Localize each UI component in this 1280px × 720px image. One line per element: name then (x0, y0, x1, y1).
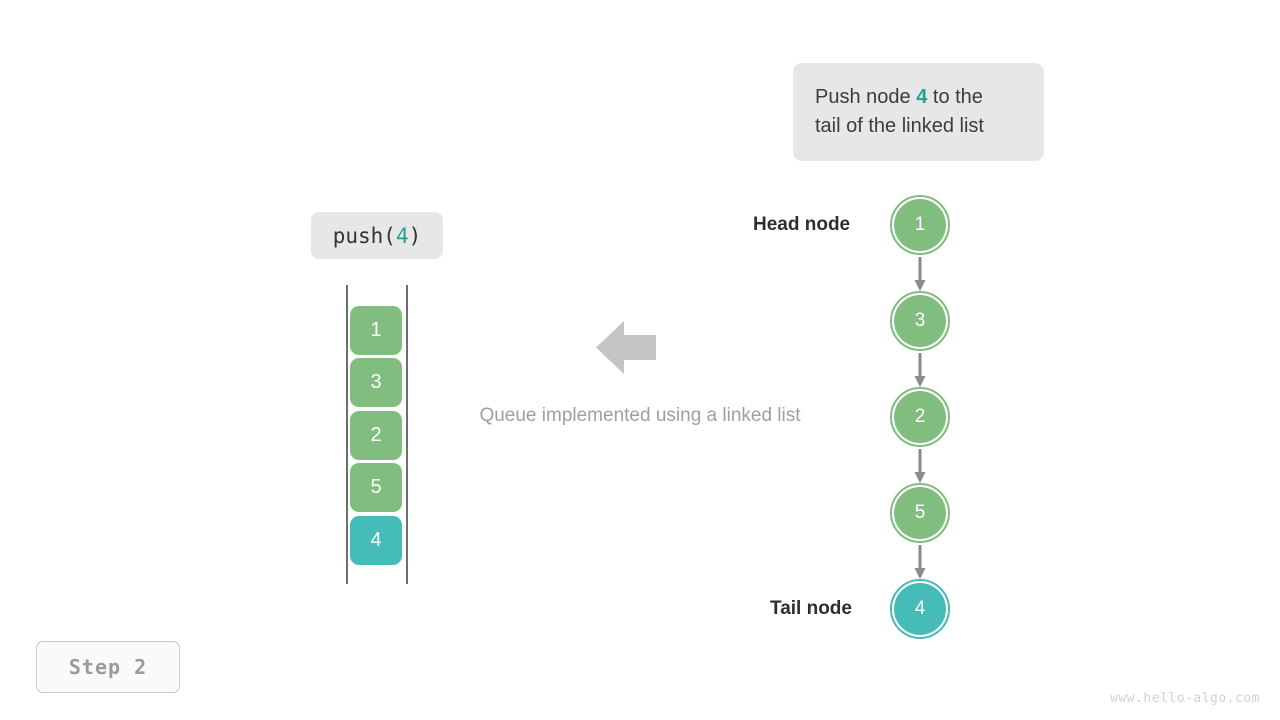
push-operation-label-box: push(4) (311, 212, 443, 259)
list-node-value: 1 (894, 199, 946, 251)
queue-cell: 5 (350, 463, 402, 512)
middle-caption-text: Queue implemented using a linked list (479, 405, 801, 426)
queue-column: 1 3 2 5 4 (346, 285, 408, 584)
tail-node-label: Tail node (770, 598, 852, 619)
list-node: 1 (890, 195, 950, 255)
queue-cell: 3 (350, 358, 402, 407)
push-label-pre: push( (332, 223, 396, 248)
list-node: 3 (890, 291, 950, 351)
queue-rail-right (406, 285, 408, 584)
caption-line1-accent: 4 (916, 86, 928, 108)
queue-cell: 2 (350, 411, 402, 460)
left-arrow-icon (596, 320, 656, 375)
list-node-value: 5 (894, 487, 946, 539)
caption-line2: tail of the linked list (815, 115, 984, 137)
link-arrow-icon (914, 545, 926, 581)
link-arrow-icon (914, 353, 926, 389)
list-node-value: 4 (894, 583, 946, 635)
queue-cell-new: 4 (350, 516, 402, 565)
head-node-label: Head node (753, 214, 851, 235)
operation-caption-box: Push node 4 to the tail of the linked li… (793, 63, 1044, 161)
queue-cell: 1 (350, 306, 402, 355)
list-node: 5 (890, 483, 950, 543)
watermark-text: www.hello-algo.com (1110, 691, 1260, 706)
linked-list-group: 1 3 2 5 (860, 185, 990, 655)
queue-rail-left (346, 285, 348, 584)
caption-line1-pre: Push node (815, 86, 917, 108)
step-badge: Step 2 (36, 641, 180, 693)
list-node-new: 4 (890, 579, 950, 639)
link-arrow-icon (914, 449, 926, 485)
link-arrow-icon (914, 257, 926, 293)
push-label-post: ) (408, 223, 422, 248)
list-node: 2 (890, 387, 950, 447)
push-label-accent: 4 (395, 223, 409, 248)
list-node-value: 2 (894, 391, 946, 443)
operation-caption-text: Push node 4 to the tail of the linked li… (815, 83, 1022, 141)
push-operation-label: push(4) (333, 224, 422, 248)
caption-line1-post: to the (927, 86, 983, 108)
step-badge-label: Step 2 (68, 655, 148, 679)
list-node-value: 3 (894, 295, 946, 347)
